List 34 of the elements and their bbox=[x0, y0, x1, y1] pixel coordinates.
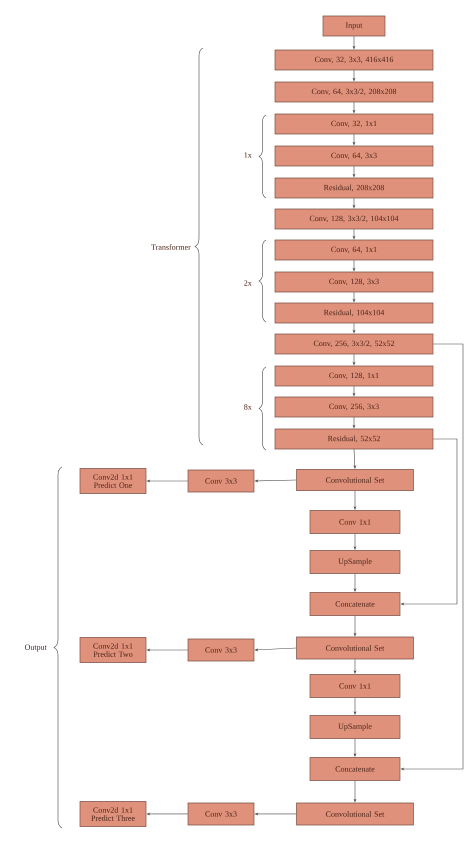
layer-box: Conv, 256, 3x3/2, 52x52 bbox=[274, 334, 434, 354]
layer-box: Residual, 208x208 bbox=[274, 178, 434, 198]
layer-box: Residual, 104x104 bbox=[274, 302, 434, 324]
layer-box: Residual, 52x52 bbox=[274, 428, 434, 450]
bracket-label: Output bbox=[24, 644, 47, 652]
layer-box: Conv, 64, 3x3/2, 208x208 bbox=[274, 82, 434, 102]
layer-box: Conv 1x1 bbox=[310, 510, 400, 534]
layer-box: Conv, 32, 3x3, 416x416 bbox=[274, 50, 434, 70]
layer-box: UpSample bbox=[310, 550, 400, 574]
layer-box: Conv 1x1 bbox=[310, 674, 400, 698]
bracket-label: Transformer bbox=[151, 244, 191, 250]
layer-box: Conv, 128, 3x3/2, 104x104 bbox=[274, 208, 434, 230]
layer-box: Convolutional Set bbox=[296, 802, 414, 826]
layer-box: Input bbox=[322, 16, 386, 36]
layer-box: Conv, 64, 1x1 bbox=[274, 240, 434, 260]
layer-box: Convolutional Set bbox=[296, 469, 414, 491]
layer-box: Conv 3x3 bbox=[188, 638, 254, 662]
bracket-label: 8x bbox=[244, 404, 252, 410]
layer-box: Conv2d 1x1 Predict Three bbox=[80, 801, 146, 827]
layer-box: Conv, 128, 1x1 bbox=[274, 366, 434, 386]
layer-box: Convolutional Set bbox=[296, 636, 414, 660]
layer-box: UpSample bbox=[310, 715, 400, 739]
layer-box: Conv, 32, 1x1 bbox=[274, 114, 434, 134]
layer-box: Conv2d 1x1 Predict Two bbox=[80, 637, 146, 663]
layer-box: Conv 3x3 bbox=[188, 470, 254, 492]
layer-box: Conv2d 1x1 Predict One bbox=[80, 468, 146, 494]
bracket-label: 2x bbox=[244, 280, 252, 286]
layer-box: Concatenate bbox=[310, 592, 400, 616]
layer-box: Conv, 64, 3x3 bbox=[274, 146, 434, 166]
layer-box: Conv 3x3 bbox=[188, 802, 254, 826]
layer-box: Conv, 256, 3x3 bbox=[274, 396, 434, 418]
layer-box: Conv, 128, 3x3 bbox=[274, 272, 434, 292]
layer-box: Concatenate bbox=[310, 757, 400, 781]
bracket-label: 1x bbox=[244, 152, 252, 158]
